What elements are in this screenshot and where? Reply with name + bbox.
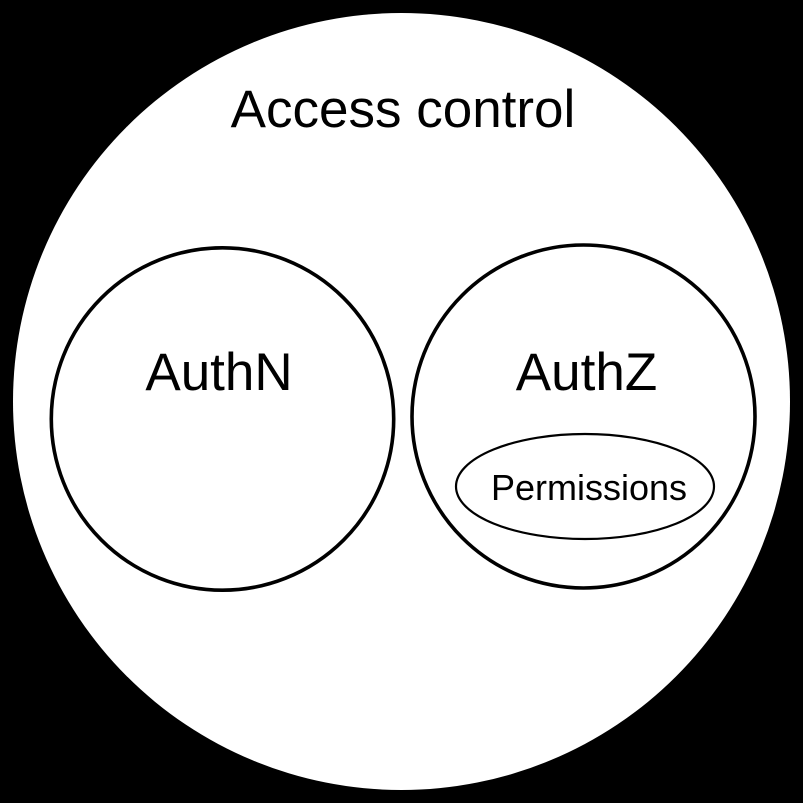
authz-label: AuthZ — [516, 343, 657, 402]
authn-circle — [49, 246, 396, 592]
access-control-circle — [13, 13, 790, 790]
permissions-ellipse — [454, 432, 716, 541]
authn-label: AuthN — [145, 343, 292, 402]
access-control-label: Access control — [231, 80, 576, 139]
permissions-label: Permissions — [491, 467, 687, 508]
